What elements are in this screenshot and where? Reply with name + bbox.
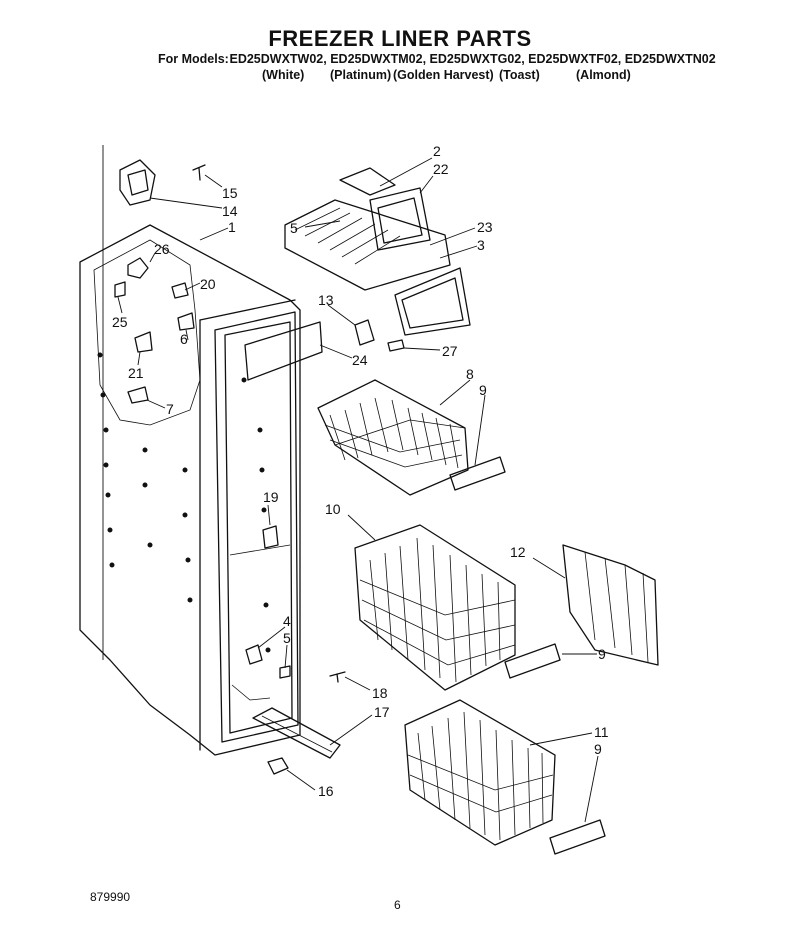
color-white: (White) <box>262 68 305 82</box>
page-number: 6 <box>394 898 401 912</box>
liner-holes <box>97 352 271 653</box>
callout-14: 14 <box>222 203 238 219</box>
color-golden-harvest: (Golden Harvest) <box>393 68 494 82</box>
basket-trim-part-9b <box>504 643 561 679</box>
cap-part-16 <box>267 757 289 775</box>
bracket-part-14 <box>119 159 156 206</box>
callout-19: 19 <box>263 489 279 505</box>
callout-9b: 9 <box>598 646 606 662</box>
callout-8: 8 <box>466 366 474 382</box>
models-label: For Models: <box>158 52 229 66</box>
callout-5a: 5 <box>290 220 298 236</box>
callout-26: 26 <box>154 241 170 257</box>
callout-4: 4 <box>283 613 291 629</box>
screw-part-18 <box>329 671 346 683</box>
callout-16: 16 <box>318 783 334 799</box>
callout-5b: 5 <box>283 630 291 646</box>
upper-basket-part-8 <box>317 379 469 496</box>
callout-27: 27 <box>442 343 458 359</box>
models-line: For Models: ED25DWXTW02, ED25DWXTM02, ED… <box>158 52 716 66</box>
top-shelf-assembly <box>284 167 471 336</box>
callout-25: 25 <box>112 314 128 330</box>
callout-13: 13 <box>318 292 334 308</box>
switch-part-19 <box>262 525 279 549</box>
color-toast: (Toast) <box>499 68 540 82</box>
freezer-liner <box>79 224 301 756</box>
callout-9c: 9 <box>594 741 602 757</box>
callout-7: 7 <box>166 401 174 417</box>
callout-2: 2 <box>433 143 441 159</box>
model-numbers: ED25DWXTW02, ED25DWXTM02, ED25DWXTG02, E… <box>229 52 716 66</box>
callout-11: 11 <box>594 724 609 740</box>
callout-3: 3 <box>477 237 485 253</box>
callout-22: 22 <box>433 161 449 177</box>
callout-18: 18 <box>372 685 388 701</box>
middle-basket-part-10 <box>354 524 516 691</box>
callout-15: 15 <box>222 185 238 201</box>
callout-10: 10 <box>325 501 341 517</box>
document-code: 879990 <box>90 890 131 904</box>
screw-part-15 <box>192 164 206 181</box>
leader-lines <box>102 145 599 823</box>
color-platinum: (Platinum) <box>330 68 392 82</box>
color-almond: (Almond) <box>576 68 631 82</box>
callout-20: 20 <box>200 276 216 292</box>
grille-part-17 <box>252 707 341 759</box>
trim-part-24 <box>244 321 323 381</box>
callout-17: 17 <box>374 704 390 720</box>
screw-part-5b <box>279 665 291 679</box>
divider-part-12 <box>562 544 659 666</box>
page-title: FREEZER LINER PARTS <box>268 26 532 51</box>
clip-part-27 <box>387 339 405 352</box>
callout-21: 21 <box>128 365 144 381</box>
callout-numbers: 2 22 15 14 1 5 23 3 26 20 25 13 27 6 24 … <box>112 143 609 799</box>
damper-part-13 <box>354 319 375 346</box>
clip-part-4 <box>245 644 263 665</box>
callout-1: 1 <box>228 219 236 235</box>
callout-9a: 9 <box>479 382 487 398</box>
callout-6: 6 <box>180 331 188 347</box>
basket-trim-part-9a <box>449 456 506 491</box>
basket-trim-part-9c <box>549 819 606 855</box>
callout-12: 12 <box>510 544 526 560</box>
lower-basket-part-11 <box>404 699 556 846</box>
callout-23: 23 <box>477 219 493 235</box>
callout-24: 24 <box>352 352 368 368</box>
